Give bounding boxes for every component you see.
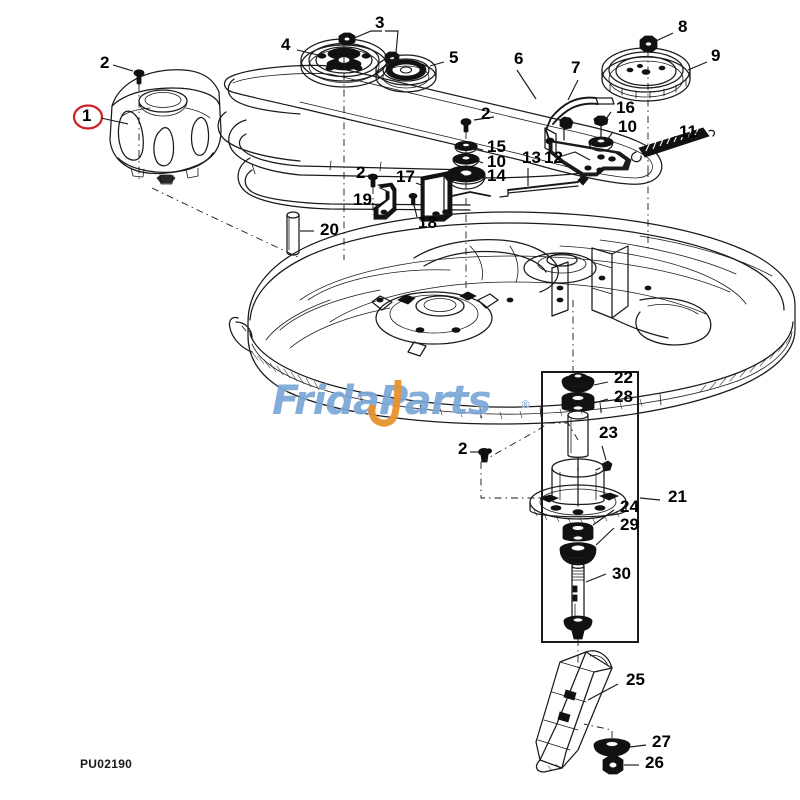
callout-12: 12 [544,148,563,167]
part-1-belt-shield [109,69,222,185]
callout-25: 25 [626,670,645,689]
part-18-bolt-small [408,192,418,206]
callout-2b: 2 [481,104,491,123]
part-15-spacer-bushing [454,140,478,154]
part-17-belt-keeper-bracket [420,170,491,222]
callout-27: 27 [652,732,671,751]
callout-26: 26 [645,753,664,772]
part-13-link-rod [499,175,589,198]
callout-2d: 2 [458,439,468,458]
callout-13: 13 [522,148,541,167]
part-3-pulley-nuts [338,32,400,65]
part-2-bolt-upper-left [133,69,145,85]
callout-6: 6 [514,49,524,68]
part-29-bearing-seal [559,542,597,566]
part-2-bolt-guide [367,173,378,188]
callout-2c: 2 [356,163,366,182]
callout-15: 15 [487,137,506,156]
part-8-sheave-nut [639,35,658,53]
callout-14: 14 [487,166,506,185]
callout-3: 3 [375,13,385,32]
part-6-belt-left-loop [217,78,301,162]
callout-4: 4 [281,35,291,54]
callout-10b: 10 [487,152,506,171]
part-11-extension-spring [630,124,715,163]
sheet-part-number: PU02190 [80,757,133,771]
callout-28: 28 [614,387,633,406]
callout-23: 23 [599,423,618,442]
part-10-washer-idler [452,153,480,168]
part-27-blade-washer [593,738,631,757]
part-2-bolt-spindle [478,447,492,463]
part-22-spindle-nut-cap [561,372,595,393]
part-21-spindle-assembly [529,372,627,640]
callout-24: 24 [620,497,639,516]
callout-8: 8 [678,17,688,36]
highlight-ellipse-item-1 [72,104,104,130]
callout-29: 29 [620,515,639,534]
part-30-spindle-shaft [563,562,593,640]
part-2-bolt-idler [460,118,472,133]
callout-30: 30 [612,564,631,583]
callout-17: 17 [396,167,415,186]
callout-20: 20 [320,220,339,239]
callout-22: 22 [614,368,633,387]
part-20-spacer-tube [286,211,300,256]
callout-1: 1 [82,106,92,125]
callout-10a: 10 [618,117,637,136]
part-24-lower-bearing [562,522,594,542]
callout-16: 16 [616,98,635,117]
part-9-drive-sheave [601,47,691,102]
part-12-idler-bracket [544,116,632,177]
callout-19: 19 [353,190,372,209]
callout-21: 21 [668,487,687,506]
part-28-upper-bearing [561,391,595,412]
spindle-housing [529,458,627,525]
callout-5: 5 [449,48,459,67]
mower-deck-body [228,211,796,425]
part-19-belt-guide [373,182,397,220]
callout-7: 7 [571,58,581,77]
callout-18: 18 [418,213,437,232]
part-26-blade-nut [602,755,624,775]
spindle-detail-box [541,371,639,643]
callout-9: 9 [711,46,721,65]
part-5-idler-pulley-small [375,54,437,93]
callout-11: 11 [679,122,697,141]
part-25-mower-blade [535,650,613,773]
part-16-bolt-shoulder [593,115,609,139]
callout-2a: 2 [100,53,110,72]
